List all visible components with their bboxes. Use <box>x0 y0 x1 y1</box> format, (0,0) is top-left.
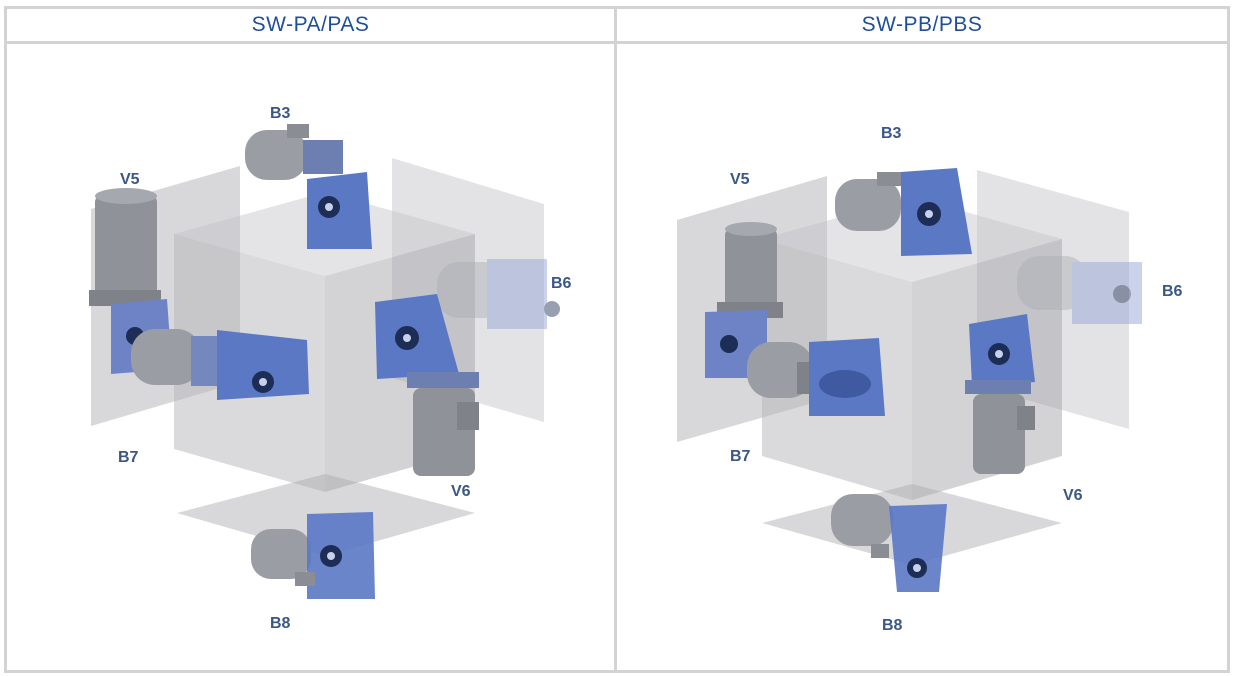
label-b8: B8 <box>882 617 903 634</box>
mounting-diagram-pb: B3 V5 B6 B7 V6 B8 <box>617 44 1227 670</box>
mounting-diagram-pa: B3 V5 B6 B7 V6 B8 <box>7 44 614 670</box>
panel-sw-pa-pas: SW-PA/PAS <box>4 6 617 673</box>
label-b8: B8 <box>270 615 291 632</box>
label-b3: B3 <box>881 125 902 142</box>
panel-title: SW-PB/PBS <box>862 13 983 37</box>
label-b6: B6 <box>1162 283 1183 300</box>
label-v6: V6 <box>1063 487 1083 504</box>
label-v6: V6 <box>451 483 471 500</box>
label-b3: B3 <box>270 105 291 122</box>
gearmotor-v6 <box>965 314 1035 474</box>
label-v5: V5 <box>730 171 750 188</box>
panel-header: SW-PB/PBS <box>617 9 1227 44</box>
label-b7: B7 <box>730 448 751 465</box>
label-v5: V5 <box>120 171 140 188</box>
panel-header: SW-PA/PAS <box>7 9 614 44</box>
panel-sw-pb-pbs: SW-PB/PBS <box>614 6 1230 673</box>
panel-title: SW-PA/PAS <box>252 13 370 37</box>
label-b7: B7 <box>118 449 139 466</box>
label-b6: B6 <box>551 275 572 292</box>
